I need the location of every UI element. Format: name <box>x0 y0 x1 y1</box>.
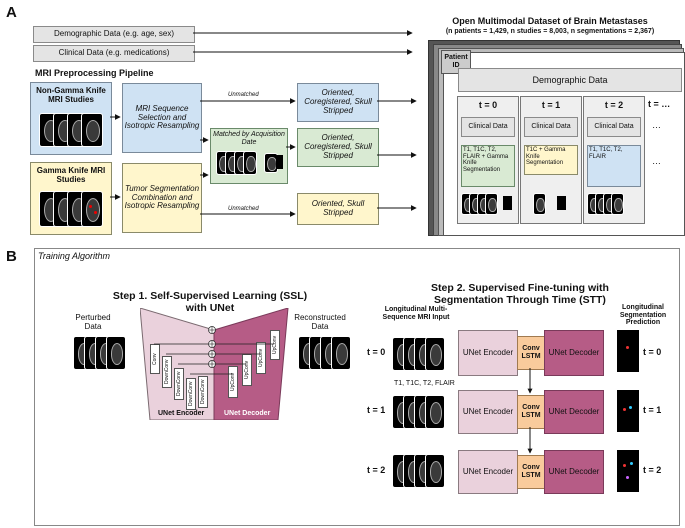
timepoint-column-1: t = 1 Clinical Data T1C + Gamma Knife Se… <box>520 96 582 224</box>
reconstructed-label: Reconstructed Data <box>294 313 346 331</box>
gamma-knife-box: Gamma Knife MRI Studies <box>30 162 112 235</box>
timepoint-column-0: t = 0 Clinical Data T1, T1C, T2, FLAIR +… <box>457 96 519 224</box>
ssl-skip-connections <box>154 326 274 375</box>
demographic-data-box: Demographic Data <box>458 68 682 92</box>
timepoint-label-0: t = 0 <box>478 100 498 110</box>
row-0-decoder: UNet Decoder <box>544 330 604 376</box>
timepoint-more-label: t = … <box>648 99 671 109</box>
sequence-label: T1, T1C, T2, FLAIR <box>394 380 455 387</box>
dataset-title: Open Multimodal Dataset of Brain Metasta… <box>452 16 648 26</box>
clinical-data-0: Clinical Data <box>461 117 515 137</box>
demographic-input-box: Demographic Data (e.g. age, sex) <box>33 26 195 43</box>
matched-box: Matched by Acquisition Date <box>210 128 288 184</box>
row-t-label-0: t = 0 <box>367 347 386 357</box>
timepoint-column-2: t = 2 Clinical Data T1, T1C, T2, FLAIR <box>583 96 645 224</box>
non-gamma-knife-label: Non-Gamma Knife MRI Studies <box>36 86 106 104</box>
mri-data-0: T1, T1C, T2, FLAIR + Gamma Knife Segment… <box>461 145 515 187</box>
clinical-data-2: Clinical Data <box>587 117 641 137</box>
training-frame-title: Training Algorithm <box>38 251 111 261</box>
step1-title: Step 1. Self-Supervised Learning (SSL) w… <box>112 290 308 315</box>
unmatched-top-label: Unmatched <box>228 92 259 98</box>
row-0-prediction-icon <box>617 330 639 372</box>
tumor-segmentation-box: Tumor Segmentation Combination and Isotr… <box>122 163 202 233</box>
row-2-decoder: UNet Decoder <box>544 450 604 494</box>
row-2-encoder: UNet Encoder <box>458 450 518 494</box>
clinical-input-box: Clinical Data (e.g. medications) <box>33 45 195 62</box>
dataset-stats: (n patients = 1,429, n studies = 8,003, … <box>445 28 655 35</box>
ssl-decoder-label: UNet Decoder <box>224 410 271 417</box>
matched-label: Matched by Acquisition Date <box>213 131 285 146</box>
timepoint-label-1: t = 1 <box>541 100 561 110</box>
row-2-conv-lstm: Conv LSTM <box>517 455 545 489</box>
sequence-selection-box: MRI Sequence Selection and Isotropic Res… <box>122 83 202 153</box>
ellipsis-clinical: … <box>652 120 661 130</box>
timepoint-label-2: t = 2 <box>604 100 624 110</box>
ssl-encoder-label: UNet Encoder <box>158 410 205 417</box>
row-2-prediction-icon <box>617 450 639 492</box>
unmatched-bottom-label: Unmatched <box>228 206 259 212</box>
output-top-box: Oriented, Coregistered, Skull Stripped <box>297 83 379 122</box>
ellipsis-mri: … <box>652 156 661 166</box>
clinical-data-1: Clinical Data <box>524 117 578 137</box>
panel-a-letter: A <box>6 4 17 21</box>
row-0-encoder: UNet Encoder <box>458 330 518 376</box>
output-middle-box: Oriented, Coregistered, Skull Stripped <box>297 128 379 167</box>
prediction-label: Longitudinal Segmentation Prediction <box>619 304 667 327</box>
row-t-right-label-0: t = 0 <box>643 347 662 357</box>
non-gamma-knife-box: Non-Gamma Knife MRI Studies <box>30 82 112 155</box>
row-t-label-1: t = 1 <box>367 405 386 415</box>
mri-data-1: T1C + Gamma Knife Segmentation <box>524 145 578 175</box>
perturbed-label: Perturbed Data <box>75 313 111 331</box>
step2-title: Step 2. Supervised Fine-tuning with Segm… <box>431 282 609 307</box>
pipeline-title: MRI Preprocessing Pipeline <box>35 68 154 78</box>
training-frame <box>34 248 680 526</box>
gamma-knife-label: Gamma Knife MRI Studies <box>36 166 106 184</box>
output-bottom-box: Oriented, Skull Stripped <box>297 193 379 225</box>
mri-data-2: T1, T1C, T2, FLAIR <box>587 145 641 187</box>
row-t-label-2: t = 2 <box>367 465 386 475</box>
row-t-right-label-2: t = 2 <box>643 465 662 475</box>
row-1-prediction-icon <box>617 390 639 432</box>
row-t-right-label-1: t = 1 <box>643 405 662 415</box>
row-1-encoder: UNet Encoder <box>458 390 518 434</box>
panel-b-letter: B <box>6 248 17 265</box>
mri-input-label: Longitudinal Multi-Sequence MRI Input <box>382 306 450 321</box>
panel-a-arrows <box>110 30 417 217</box>
row-1-decoder: UNet Decoder <box>544 390 604 434</box>
